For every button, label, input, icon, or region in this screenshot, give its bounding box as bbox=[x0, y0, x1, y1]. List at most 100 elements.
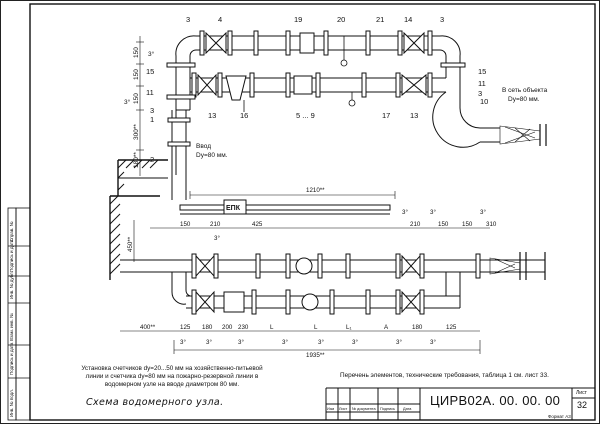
side-label: Подпись и дата bbox=[9, 239, 14, 272]
side-label: Инв. № дубл. bbox=[9, 271, 14, 299]
sheet-number: 32 bbox=[577, 400, 588, 410]
dim-1935: 1935** bbox=[306, 352, 325, 359]
dim-text: 180** bbox=[133, 152, 140, 168]
input-label: Ввод bbox=[196, 143, 211, 150]
callout: 3 bbox=[478, 89, 482, 98]
upper-fittings bbox=[166, 30, 466, 147]
top-row-dim: 3° bbox=[402, 209, 408, 216]
bottom-row-dim: A bbox=[384, 324, 389, 331]
callout: 13 bbox=[410, 111, 418, 120]
bottom-row-degree: 3° bbox=[396, 339, 402, 346]
stamp-header: Лист bbox=[339, 407, 348, 411]
callout: 13 bbox=[208, 111, 216, 120]
callout: 1 bbox=[150, 115, 154, 124]
output-label: В сеть объекта bbox=[502, 86, 548, 94]
gauges bbox=[243, 36, 356, 112]
bottom-row-dim: L₁ bbox=[346, 324, 352, 331]
scheme-title: Схема водомерного узла. bbox=[86, 397, 224, 408]
top-row-dim: 150 bbox=[438, 221, 449, 228]
stamp-header: Изм bbox=[327, 407, 334, 411]
bottom-row-dim: 180 bbox=[202, 324, 213, 331]
bottom-row-degree: 3° bbox=[282, 339, 288, 346]
callout: 15 bbox=[146, 67, 154, 76]
dim-text: 3° bbox=[124, 98, 131, 106]
outlet-cone bbox=[499, 124, 547, 146]
dim-text: 150 bbox=[133, 47, 140, 58]
bottom-row-degree: 3° bbox=[180, 339, 186, 346]
top-row-degree: 3° bbox=[430, 209, 436, 216]
meter-note: Установка счетчиков dy=20...50 мм на хоз… bbox=[52, 365, 292, 389]
stamp-header: Дата bbox=[403, 407, 412, 411]
callout: 3 bbox=[186, 15, 190, 24]
callout: 11 bbox=[146, 88, 154, 97]
top-row-degree: 3° bbox=[480, 209, 486, 216]
title-block-headers: Изм Лист № документа Подпись Дата bbox=[327, 407, 412, 411]
top-row-dim: 310 bbox=[486, 221, 497, 228]
callout: 17 bbox=[382, 111, 390, 120]
dim-text: 150 bbox=[133, 69, 140, 80]
side-binding-strip bbox=[7, 207, 31, 421]
bottom-row-dim: L bbox=[314, 324, 318, 331]
lower-fittings bbox=[191, 199, 481, 315]
callout: 2 bbox=[150, 155, 154, 164]
callout: 5 ... 9 bbox=[296, 111, 315, 120]
side-label: Справ. № bbox=[9, 221, 14, 242]
side-label: Подпись и дата bbox=[9, 342, 14, 375]
callout: 14 bbox=[404, 15, 412, 24]
callout: 4 bbox=[218, 15, 222, 24]
lower-dim-lines bbox=[120, 191, 490, 354]
top-row-dim: 210 bbox=[410, 221, 421, 228]
top-row-degree: 3° bbox=[214, 235, 220, 242]
dim-text: 300** bbox=[133, 124, 140, 140]
side-label: Взам. инв. № bbox=[9, 313, 14, 341]
bottom-row-degree: 3° bbox=[206, 339, 212, 346]
sheet-label: Лист bbox=[576, 390, 587, 396]
callout: 10 bbox=[480, 97, 488, 106]
top-row-dim: 425 bbox=[252, 221, 263, 228]
bottom-row-dim: 200 bbox=[222, 324, 233, 331]
format-label: Формат А3 bbox=[548, 414, 571, 419]
lower-dims: 1210** 450** 400** 1935** 150 210 425 3°… bbox=[127, 187, 497, 359]
lower-scheme bbox=[109, 195, 545, 309]
brand-logo: ЕПК bbox=[226, 205, 241, 212]
bottom-row-dim: 180 bbox=[412, 324, 423, 331]
dim-text: 150 bbox=[133, 93, 140, 104]
callout: 19 bbox=[294, 15, 302, 24]
dim-400: 400** bbox=[140, 324, 156, 331]
upper-left-dims: 150 3° 150 150 3° 300** 180** bbox=[124, 47, 155, 168]
top-row-dim: 150 bbox=[180, 221, 191, 228]
callout: 15 bbox=[478, 67, 486, 76]
input-size: Dy=80 мм. bbox=[196, 152, 228, 159]
stamp-header: Подпись bbox=[380, 407, 395, 411]
callout: 21 bbox=[376, 15, 384, 24]
bottom-row-degree: 3° bbox=[352, 339, 358, 346]
callout: 11 bbox=[478, 79, 486, 88]
bottom-row-dim: 230 bbox=[238, 324, 249, 331]
callout: 3 bbox=[150, 106, 154, 115]
dim-450: 450** bbox=[127, 236, 134, 252]
dim-1210: 1210** bbox=[306, 187, 325, 194]
dim-text: 3° bbox=[148, 50, 155, 58]
top-row-dim: 210 bbox=[210, 221, 221, 228]
bottom-row-dim: L bbox=[270, 324, 274, 331]
stamp-header: № документа bbox=[352, 407, 377, 411]
side-label: Инв. № подл. bbox=[9, 389, 14, 417]
bottom-row-degree: 3° bbox=[238, 339, 244, 346]
callout: 16 bbox=[240, 111, 248, 120]
bottom-row-degree: 3° bbox=[430, 339, 436, 346]
output-size: Dy=80 мм. bbox=[508, 96, 540, 103]
bottom-row-dim: 125 bbox=[180, 324, 191, 331]
upper-dim-lines bbox=[136, 36, 144, 176]
callout: 3 bbox=[440, 15, 444, 24]
meter-note-line: водомерном узле на вводе диаметром 80 мм… bbox=[104, 381, 240, 388]
document-code: ЦИРВ02А. 00. 00. 00 bbox=[430, 393, 561, 408]
upper-callouts: 3 4 19 20 21 14 3 15 11 3 1 2 15 11 3 10… bbox=[146, 15, 488, 164]
bottom-row-degree: 3° bbox=[318, 339, 324, 346]
title-block bbox=[325, 387, 595, 420]
meter-note-line: линии и счетчика dy=80 мм на пожарно-рез… bbox=[85, 373, 259, 380]
callout: 20 bbox=[337, 15, 345, 24]
bottom-row-dim: 125 bbox=[446, 324, 457, 331]
lower-outlet-cone bbox=[489, 252, 546, 280]
meter-note-line: Установка счетчиков dy=20...50 мм на хоз… bbox=[81, 365, 263, 372]
